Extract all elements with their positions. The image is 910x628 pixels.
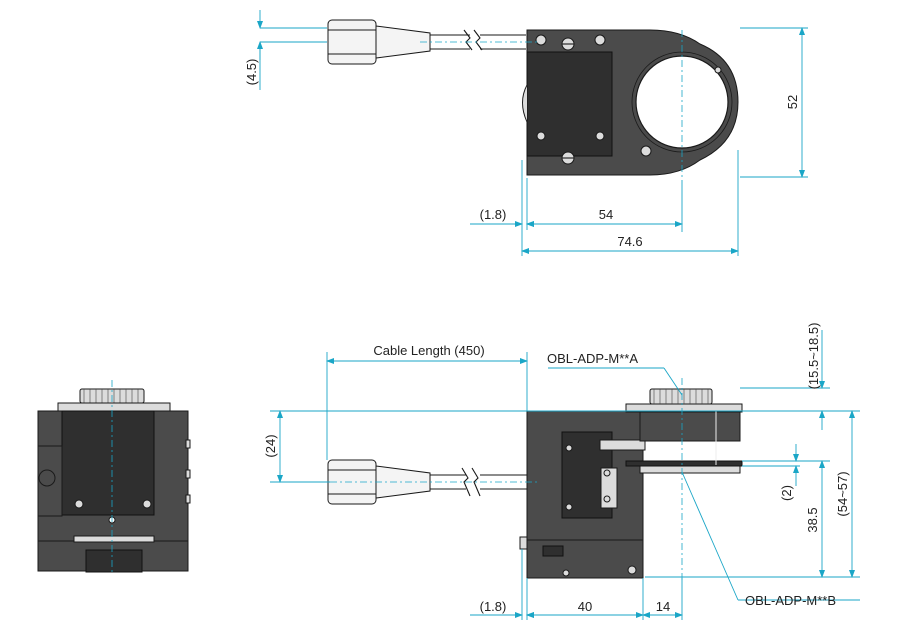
dimension-2: (2) [779, 485, 794, 501]
dimension-52: 52 [785, 95, 800, 109]
stage-body-front [519, 388, 743, 579]
cable-connector-top [327, 19, 526, 65]
top-view: (4.5) 52 (1.8) 54 74.6 [244, 10, 808, 256]
dimension-cable-length: Cable Length (450) [373, 343, 484, 358]
side-view [37, 380, 191, 575]
dimension-54-57: (54~57) [835, 471, 850, 516]
part-label-b: OBL-ADP-M**B [745, 593, 836, 608]
front-view: Cable Length (450) (24) (15.5~18.5) (2) … [263, 323, 860, 620]
part-label-a: OBL-ADP-M**A [547, 351, 638, 366]
dimension-14: 14 [656, 599, 670, 614]
dimension-38-5: 38.5 [805, 507, 820, 532]
dimension-1-8-bottom: (1.8) [480, 599, 507, 614]
dimension-15-5-18-5: (15.5~18.5) [806, 323, 821, 390]
dimension-1-8-top: (1.8) [480, 207, 507, 222]
cable-connector-front [327, 459, 527, 505]
dimension-24: (24) [263, 434, 278, 457]
dimension-54: 54 [599, 207, 613, 222]
stage-body-top [522, 29, 739, 176]
dimension-4-5: (4.5) [244, 59, 259, 86]
adapter-a [639, 410, 741, 442]
dimension-74-6: 74.6 [617, 234, 642, 249]
dimension-40: 40 [578, 599, 592, 614]
